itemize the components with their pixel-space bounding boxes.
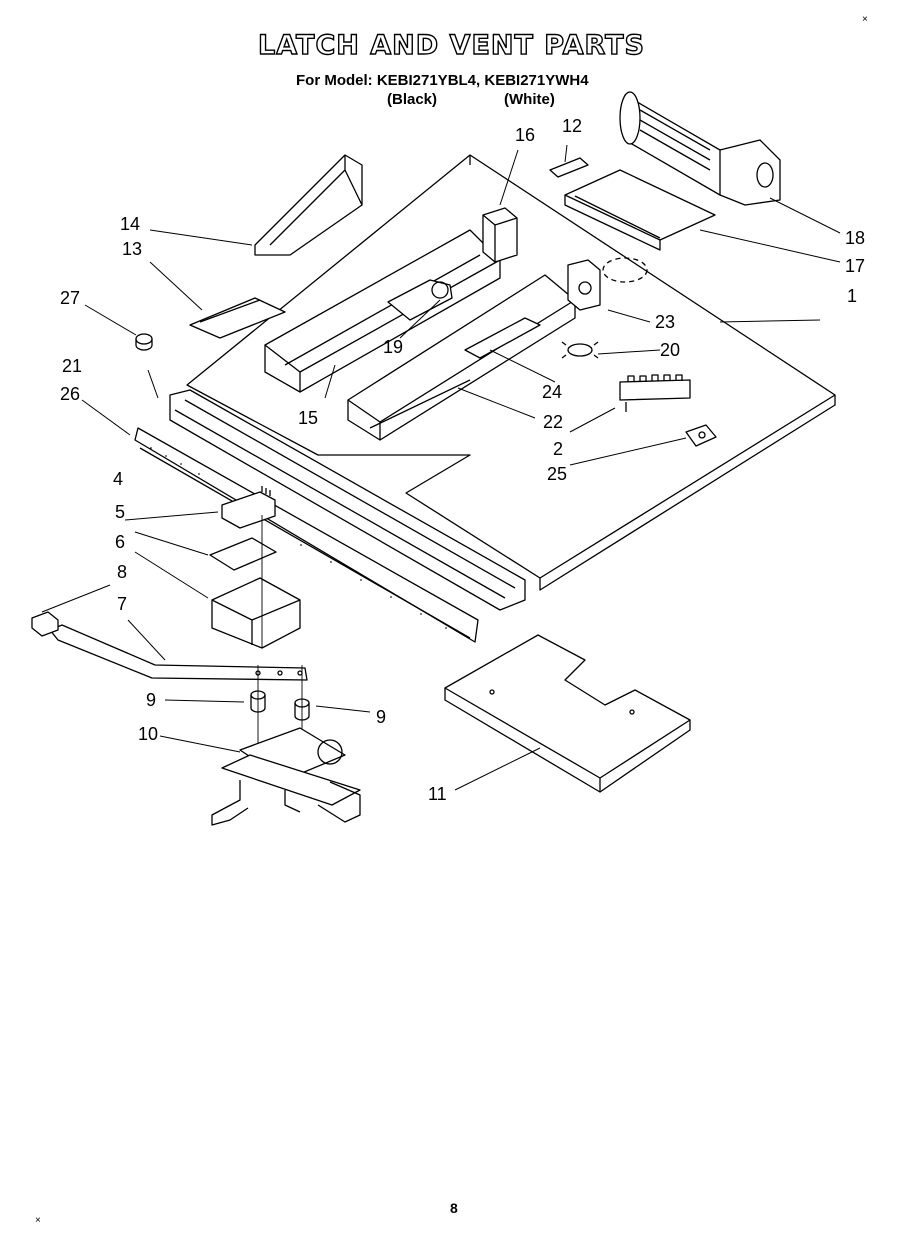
callout-26: 26	[60, 384, 80, 404]
callout-15: 15	[298, 408, 318, 428]
model-subtitle: For Model: KEBI271YBL4, KEBI271YWH4	[296, 72, 589, 89]
vent-piece-part-24	[464, 317, 541, 359]
cover-plate-part-11	[444, 634, 691, 793]
callout-5: 5	[115, 502, 125, 522]
callout-23: 23	[655, 312, 675, 332]
latch-tip-part-8	[31, 611, 59, 637]
callout-6: 6	[115, 532, 125, 552]
insulator-part-5	[209, 537, 277, 571]
callout-8: 8	[117, 562, 127, 582]
page-title: LATCH AND VENT PARTS	[257, 29, 645, 61]
part-20	[561, 341, 599, 359]
base-panel-part-1	[186, 154, 836, 591]
callout-13: 13	[122, 239, 142, 259]
callout-20: 20	[660, 340, 680, 360]
part-14	[254, 154, 363, 256]
callout-9-left: 9	[146, 690, 156, 710]
callout-12: 12	[562, 116, 582, 136]
callout-24: 24	[542, 382, 562, 402]
plate-part-17	[564, 169, 716, 251]
callout-1: 1	[847, 286, 857, 306]
callout-11: 11	[428, 784, 447, 804]
part-27	[135, 333, 153, 351]
bracket-part-23	[567, 259, 601, 311]
front-rail-part-21	[134, 389, 526, 643]
rail-holes	[150, 447, 447, 629]
leader-lines	[41, 144, 841, 791]
color-label-black: (Black)	[387, 91, 438, 108]
callout-7: 7	[117, 594, 127, 614]
callout-25: 25	[547, 464, 567, 484]
bracket-part-16	[482, 207, 518, 263]
corner-mark-top-right: ×	[862, 14, 868, 25]
callout-19: 19	[383, 337, 403, 357]
callout-labels: 1 2 4 5 6 7 8 9 9 10 11 12 13 14 15 16 1…	[60, 116, 865, 804]
part-13	[189, 297, 286, 339]
callout-22: 22	[543, 412, 563, 432]
color-label-white: (White)	[504, 91, 555, 108]
hidden-part-outline	[602, 257, 648, 283]
cover-part-6	[211, 577, 301, 649]
terminal-block-part-2	[619, 374, 691, 412]
callout-10: 10	[138, 724, 158, 744]
callout-14: 14	[120, 214, 140, 234]
callout-17: 17	[845, 256, 865, 276]
callout-27: 27	[60, 288, 80, 308]
callout-21: 21	[62, 356, 82, 376]
corner-mark-bottom-left: ×	[35, 1215, 41, 1226]
part-19	[387, 279, 453, 321]
callout-9-right: 9	[376, 707, 386, 727]
latch-mechanism-part-10	[211, 727, 361, 826]
clip-part-12	[549, 157, 589, 178]
page-number: 8	[450, 1200, 458, 1216]
latch-arm-part-7	[49, 624, 308, 681]
callout-4: 4	[113, 469, 123, 489]
callout-2: 2	[553, 439, 563, 459]
callout-16: 16	[515, 125, 535, 145]
element-part-18	[619, 91, 781, 206]
clamp-part-25	[685, 424, 717, 447]
callout-18: 18	[845, 228, 865, 248]
